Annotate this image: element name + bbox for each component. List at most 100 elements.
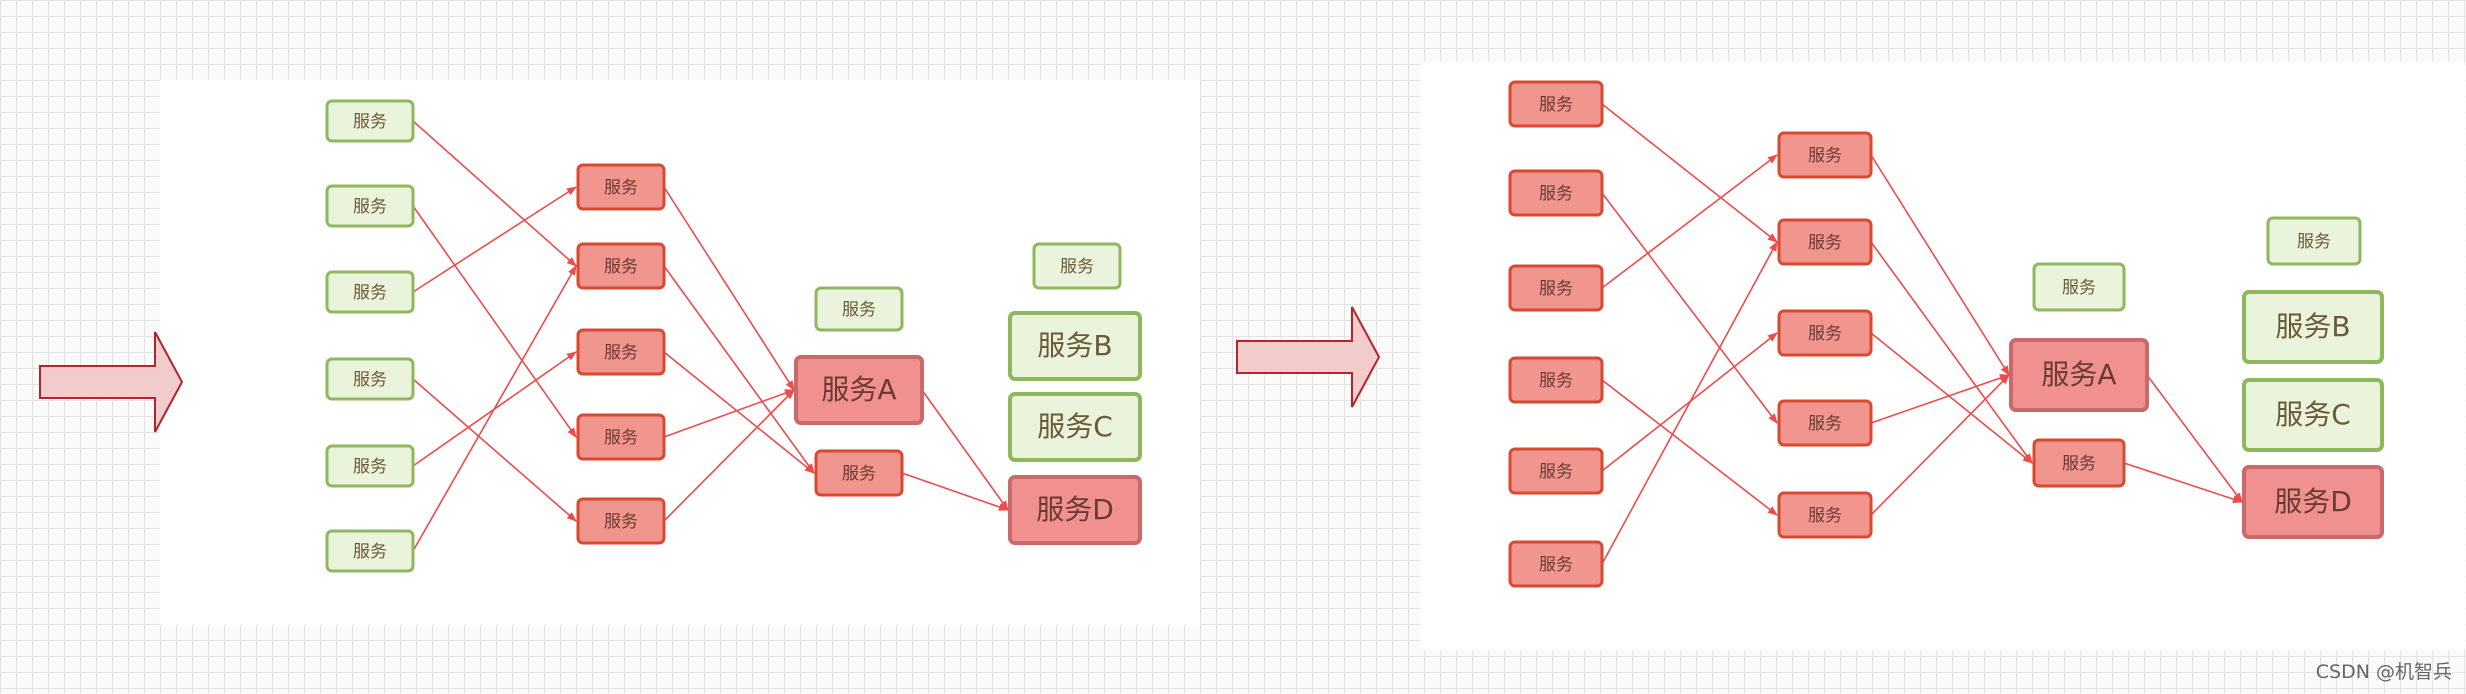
service-right-small: 服务 (1032, 242, 1122, 290)
service-a: 服务A (2009, 338, 2149, 412)
service-mid-2: 服务 (1777, 218, 1873, 266)
service-lower-label: 服务 (2062, 454, 2096, 474)
service-c-label: 服务C (1037, 410, 1113, 443)
dependency-edge (1870, 374, 2010, 424)
service-mid-2: 服务 (576, 242, 666, 290)
service-a-label: 服务A (821, 373, 896, 406)
service-source-3-label: 服务 (353, 283, 387, 303)
service-source-3-label: 服务 (1539, 279, 1573, 299)
service-mid-4: 服务 (1777, 399, 1873, 447)
edges-before (412, 120, 1009, 552)
service-source-6: 服务 (325, 529, 415, 573)
service-lower: 服务 (814, 449, 904, 497)
service-d-label: 服务D (2274, 485, 2352, 518)
service-mid-1-label: 服务 (604, 178, 638, 198)
service-source-2-label: 服务 (1539, 184, 1573, 204)
dependency-edge (1870, 154, 2010, 376)
transition-arrow-icon (39, 331, 184, 433)
service-source-5: 服务 (325, 444, 415, 488)
dependency-edge (1870, 241, 2033, 464)
service-source-6-label: 服务 (353, 542, 387, 562)
service-lower-label: 服务 (842, 464, 876, 484)
service-right-small: 服务 (2266, 216, 2362, 266)
service-mid-4-label: 服务 (604, 428, 638, 448)
service-source-6: 服务 (1508, 540, 1604, 588)
dependency-edge (663, 389, 795, 438)
service-source-2: 服务 (325, 184, 415, 228)
service-mid-2-label: 服务 (604, 257, 638, 277)
service-source-1-label: 服务 (1539, 95, 1573, 115)
service-mid-3: 服务 (576, 328, 666, 376)
service-source-2-label: 服务 (353, 197, 387, 217)
dependency-edge (2123, 462, 2243, 503)
service-mid-5-label: 服务 (604, 512, 638, 532)
dependency-edge (1870, 374, 2010, 516)
service-source-3: 服务 (1508, 264, 1604, 312)
service-source-4-label: 服务 (1539, 371, 1573, 391)
service-source-3: 服务 (325, 270, 415, 314)
dependency-edge (901, 472, 1009, 511)
service-d: 服务D (1008, 475, 1142, 545)
dependency-edge (412, 265, 577, 552)
dependency-edge (1601, 192, 1778, 424)
dependency-edge (1601, 103, 1778, 243)
service-mid-4-label: 服务 (1808, 414, 1842, 434)
service-mid-5: 服务 (576, 497, 666, 545)
service-mid-3-label: 服务 (604, 343, 638, 363)
service-mid-1: 服务 (576, 163, 666, 211)
service-a: 服务A (794, 355, 924, 425)
dependency-edge (1601, 154, 1778, 289)
dependency-edge (1601, 241, 1778, 565)
service-source-5: 服务 (1508, 447, 1604, 495)
service-small: 服务 (2032, 262, 2126, 312)
service-mid-3-label: 服务 (1808, 324, 1842, 344)
service-source-1-label: 服务 (353, 112, 387, 132)
dependency-edge (1601, 379, 1778, 516)
service-a-label: 服务A (2041, 358, 2116, 391)
dependency-edge (663, 389, 795, 522)
dependency-edge (412, 186, 577, 293)
service-source-4: 服务 (325, 357, 415, 401)
dependency-edge (2146, 374, 2243, 503)
dependency-edge (921, 389, 1009, 511)
service-source-2: 服务 (1508, 169, 1604, 217)
service-mid-5-label: 服务 (1808, 506, 1842, 526)
service-lower: 服务 (2032, 438, 2126, 488)
service-mid-5: 服务 (1777, 491, 1873, 539)
dependency-edge (663, 351, 815, 474)
dependency-edge (412, 205, 577, 438)
service-mid-1: 服务 (1777, 131, 1873, 179)
service-source-4-label: 服务 (353, 370, 387, 390)
dependency-edge (412, 378, 577, 522)
service-source-1: 服务 (325, 99, 415, 143)
transition-arrow-icon (1236, 306, 1381, 408)
service-right-small-label: 服务 (2297, 232, 2331, 252)
service-d: 服务D (2242, 465, 2384, 539)
service-source-5-label: 服务 (1539, 462, 1573, 482)
service-c: 服务C (2242, 378, 2384, 452)
watermark: CSDN @机智兵 (2315, 661, 2452, 683)
service-right-small-label: 服务 (1060, 257, 1094, 277)
service-source-6-label: 服务 (1539, 555, 1573, 575)
service-b: 服务B (1008, 311, 1142, 381)
service-d-label: 服务D (1036, 493, 1114, 526)
service-b-label: 服务B (1037, 329, 1112, 362)
dependency-edge (1870, 332, 2033, 464)
service-source-4: 服务 (1508, 356, 1604, 404)
dependency-edge (412, 120, 577, 267)
edges-after (1601, 103, 2243, 565)
service-mid-3: 服务 (1777, 309, 1873, 357)
dependency-edge (663, 265, 815, 474)
service-c-label: 服务C (2275, 398, 2351, 431)
service-b-label: 服务B (2275, 310, 2350, 343)
dependency-edge (663, 186, 795, 391)
service-mid-4: 服务 (576, 413, 666, 461)
service-c: 服务C (1008, 392, 1142, 462)
service-b: 服务B (2242, 290, 2384, 364)
service-mid-2-label: 服务 (1808, 233, 1842, 253)
service-source-1: 服务 (1508, 80, 1604, 128)
service-small-label: 服务 (2062, 278, 2096, 298)
